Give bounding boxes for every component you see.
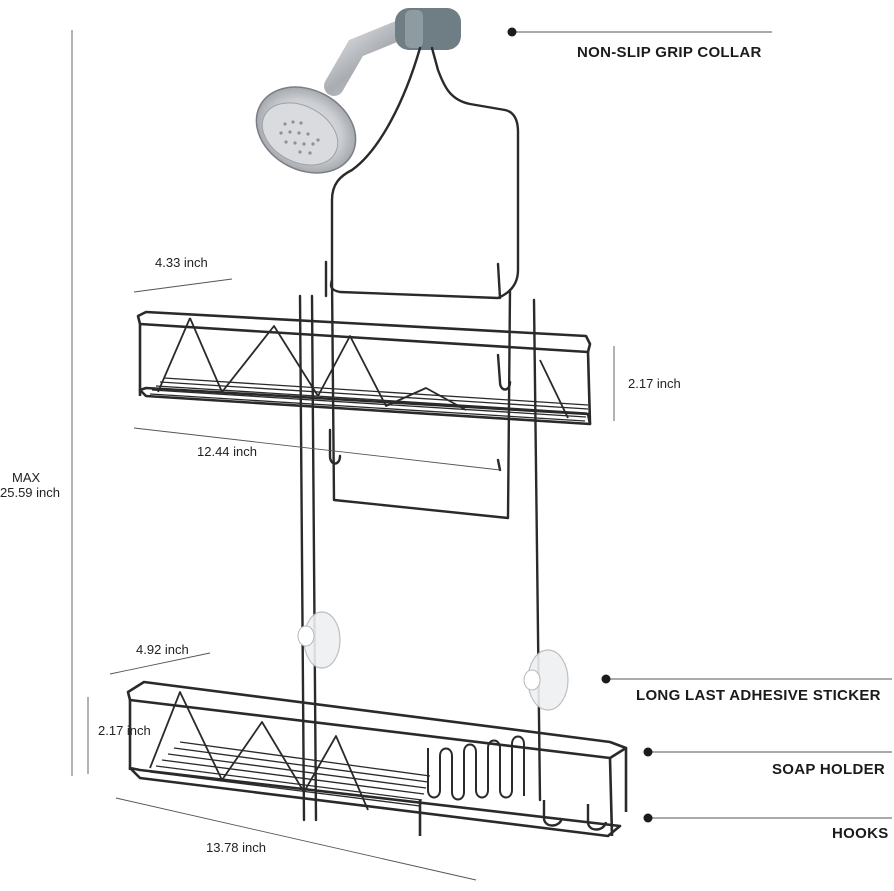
max-height-value: 25.59 inch [0, 485, 60, 500]
bottom-basket [126, 680, 628, 838]
hooks-icon [542, 800, 608, 831]
soap-holder-callout: SOAP HOLDER [772, 761, 886, 778]
soap-holder-icon [427, 735, 525, 801]
bottom-width-label: 13.78 inch [206, 840, 266, 855]
grip-collar-callout: NON-SLIP GRIP COLLAR [577, 44, 762, 61]
hooks-callout: HOOKS [832, 825, 889, 842]
shower-head-icon [255, 8, 461, 174]
adhesive-sticker-icon [297, 611, 569, 711]
grip-collar-icon [395, 8, 461, 50]
callout-leaders [507, 27, 892, 823]
top-basket [136, 310, 592, 426]
top-width-label: 12.44 inch [197, 444, 257, 459]
max-label: MAX [12, 470, 41, 485]
hanger-frame [298, 46, 542, 822]
adhesive-sticker-callout: LONG LAST ADHESIVE STICKER [636, 687, 881, 704]
top-depth-label: 4.33 inch [155, 255, 208, 270]
top-height-label: 2.17 inch [628, 376, 681, 391]
bottom-height-label: 2.17 inch [98, 723, 151, 738]
bottom-depth-label: 4.92 inch [136, 642, 189, 657]
max-height-label: MAX 25.59 inch [0, 470, 60, 500]
dimension-lines [71, 30, 615, 881]
